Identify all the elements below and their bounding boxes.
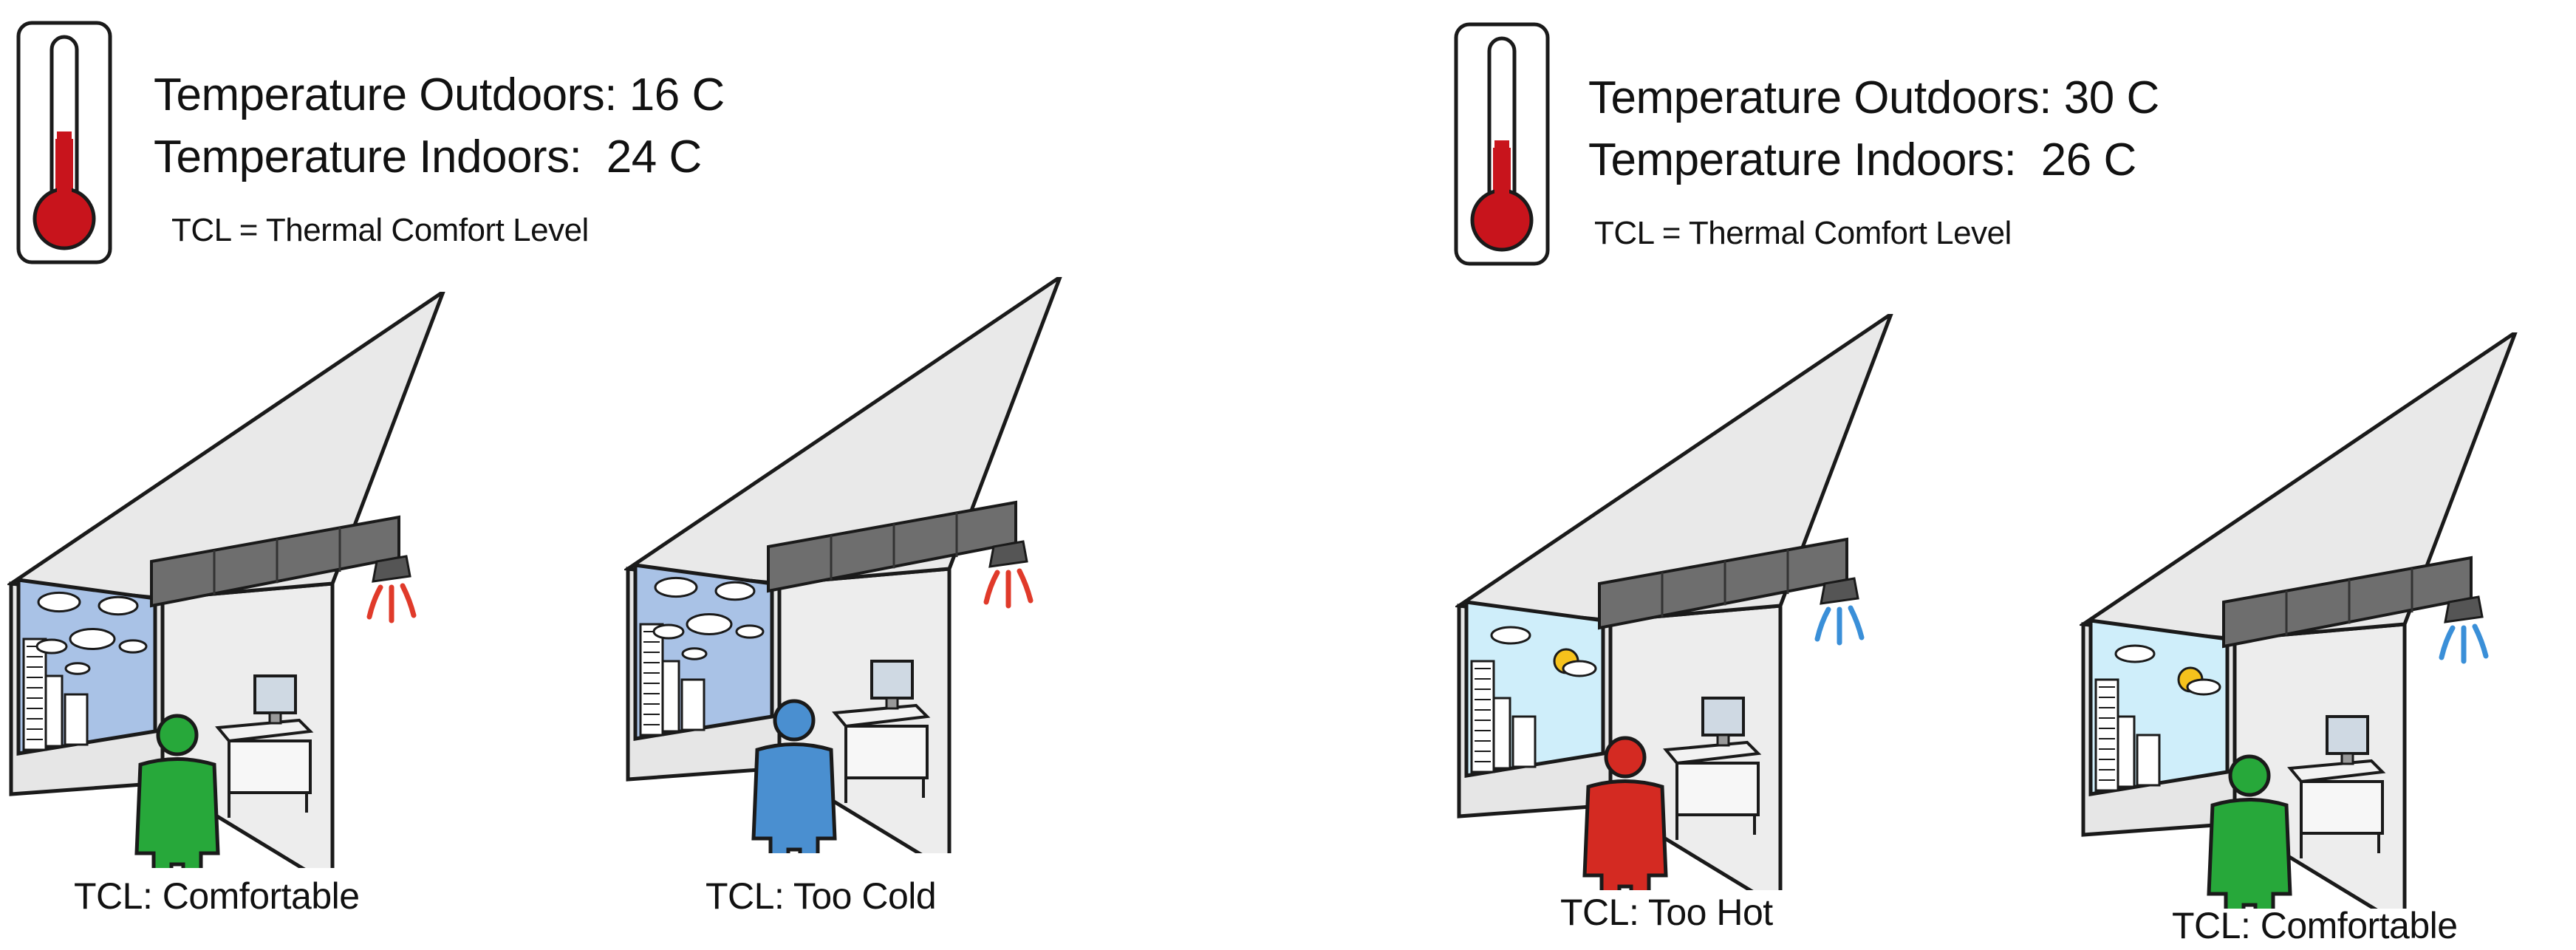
ceiling-diffuser bbox=[1820, 577, 1859, 605]
cloud-icon bbox=[37, 591, 81, 613]
tcl-definition: TCL = Thermal Comfort Level bbox=[1594, 215, 2012, 251]
cloud-icon bbox=[118, 639, 148, 654]
cloud-icon bbox=[686, 613, 733, 635]
room-caption: TCL: Comfortable bbox=[74, 875, 360, 917]
airflow-icon bbox=[366, 583, 417, 623]
indoor-temperature-label: Temperature Indoors: 26 C bbox=[1588, 134, 2136, 185]
cloud-icon bbox=[98, 595, 139, 616]
indoor-temperature-label: Temperature Indoors: 24 C bbox=[154, 131, 702, 182]
city-skyline bbox=[639, 623, 706, 737]
room-illustration-too-cold bbox=[624, 277, 1062, 853]
cloud-icon bbox=[652, 623, 685, 640]
ceiling-diffuser bbox=[372, 555, 411, 583]
room-illustration-comfortable bbox=[2080, 332, 2518, 909]
monitor-icon bbox=[1701, 697, 1745, 737]
person-icon bbox=[751, 699, 837, 853]
airflow-icon bbox=[2439, 623, 2489, 664]
desk-workstation bbox=[2287, 715, 2386, 858]
room-illustration-comfortable bbox=[7, 292, 445, 868]
cloud-icon bbox=[2114, 644, 2156, 663]
tcl-definition: TCL = Thermal Comfort Level bbox=[171, 212, 589, 248]
person-icon bbox=[2207, 754, 2292, 909]
monitor-icon bbox=[2326, 715, 2369, 755]
outdoor-temperature-label: Temperature Outdoors: 16 C bbox=[154, 69, 725, 120]
cloud-icon bbox=[735, 624, 765, 639]
cloud-icon bbox=[69, 628, 116, 650]
room-illustration-too-hot bbox=[1455, 314, 1893, 890]
cloud-icon bbox=[35, 638, 68, 655]
ceiling-diffuser bbox=[988, 540, 1028, 568]
outdoor-temperature-label: Temperature Outdoors: 30 C bbox=[1588, 72, 2159, 123]
cloud-icon bbox=[714, 581, 756, 601]
cloud-icon bbox=[681, 647, 708, 660]
city-skyline bbox=[2094, 678, 2161, 792]
desk-workstation bbox=[832, 660, 931, 803]
thermometer-icon bbox=[1454, 22, 1550, 266]
cloud-icon bbox=[64, 662, 91, 675]
airflow-icon bbox=[983, 568, 1034, 609]
desk-workstation bbox=[215, 674, 314, 818]
person-icon bbox=[134, 714, 220, 868]
ceiling-diffuser bbox=[2444, 595, 2484, 623]
cloud-icon bbox=[2186, 678, 2221, 696]
room-caption: TCL: Too Hot bbox=[1560, 892, 1773, 933]
cloud-icon bbox=[1562, 660, 1597, 677]
airflow-icon bbox=[1814, 605, 1865, 646]
city-skyline bbox=[1470, 660, 1537, 773]
monitor-icon bbox=[253, 674, 297, 714]
monitor-icon bbox=[870, 660, 914, 700]
city-skyline bbox=[22, 638, 89, 751]
room-caption: TCL: Too Cold bbox=[706, 875, 937, 917]
room-caption: TCL: Comfortable bbox=[2172, 905, 2458, 946]
person-icon bbox=[1582, 736, 1668, 890]
thermometer-icon bbox=[16, 21, 112, 264]
scenario-panel-cool-day: Temperature Outdoors: 16 C Temperature I… bbox=[0, 0, 1285, 950]
cloud-icon bbox=[654, 576, 698, 598]
cloud-icon bbox=[1490, 626, 1531, 645]
scenario-panel-hot-day: Temperature Outdoors: 30 C Temperature I… bbox=[1285, 0, 2576, 950]
desk-workstation bbox=[1663, 697, 1762, 840]
